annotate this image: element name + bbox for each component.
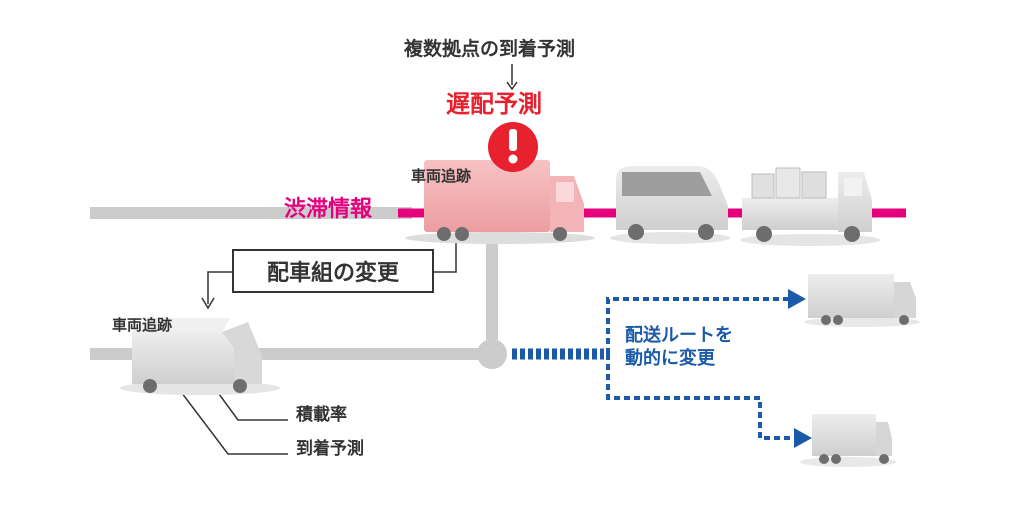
multi-point-forecast-label: 複数拠点の到着予測 <box>404 38 576 60</box>
dispatch-arrow-line <box>207 271 232 304</box>
vehicle-tracking-top-label: 車両追跡 <box>411 167 472 185</box>
dynamic-route-line2: 動的に変更 <box>625 348 715 370</box>
delay-forecast-label: 遅配予測 <box>446 90 542 118</box>
dynamic-route-label: 配送ルートを 動的に変更 <box>625 324 765 371</box>
route-branch-upper <box>606 297 790 354</box>
road-junction <box>477 339 507 369</box>
arrival-leader <box>165 371 288 455</box>
route-branch-lower <box>606 354 796 440</box>
dispatch-change-box: 配車組の変更 <box>232 249 434 293</box>
load-rate-label: 積載率 <box>296 405 347 425</box>
arrowhead-lower-icon <box>794 428 812 448</box>
dynamic-route-line1: 配送ルートを <box>625 325 733 346</box>
delayed-truck-icon <box>405 160 595 244</box>
route-truck-lower-icon <box>800 414 896 467</box>
alert-icon <box>488 122 538 172</box>
tracked-truck-icon <box>120 318 280 395</box>
arrowhead-upper-icon <box>788 289 806 309</box>
forecast-arrow-icon <box>506 81 518 91</box>
traffic-info-label: 渋滞情報 <box>284 197 373 222</box>
van-icon <box>610 166 730 244</box>
dispatch-arrow-icon <box>201 297 215 310</box>
flatbed-truck-icon <box>740 167 880 246</box>
route-truck-upper-icon <box>804 274 920 327</box>
dispatch-leader-line <box>434 236 457 273</box>
vehicle-tracking-bottom-label: 車両追跡 <box>112 316 173 334</box>
arrival-forecast-label: 到着予測 <box>296 439 364 459</box>
